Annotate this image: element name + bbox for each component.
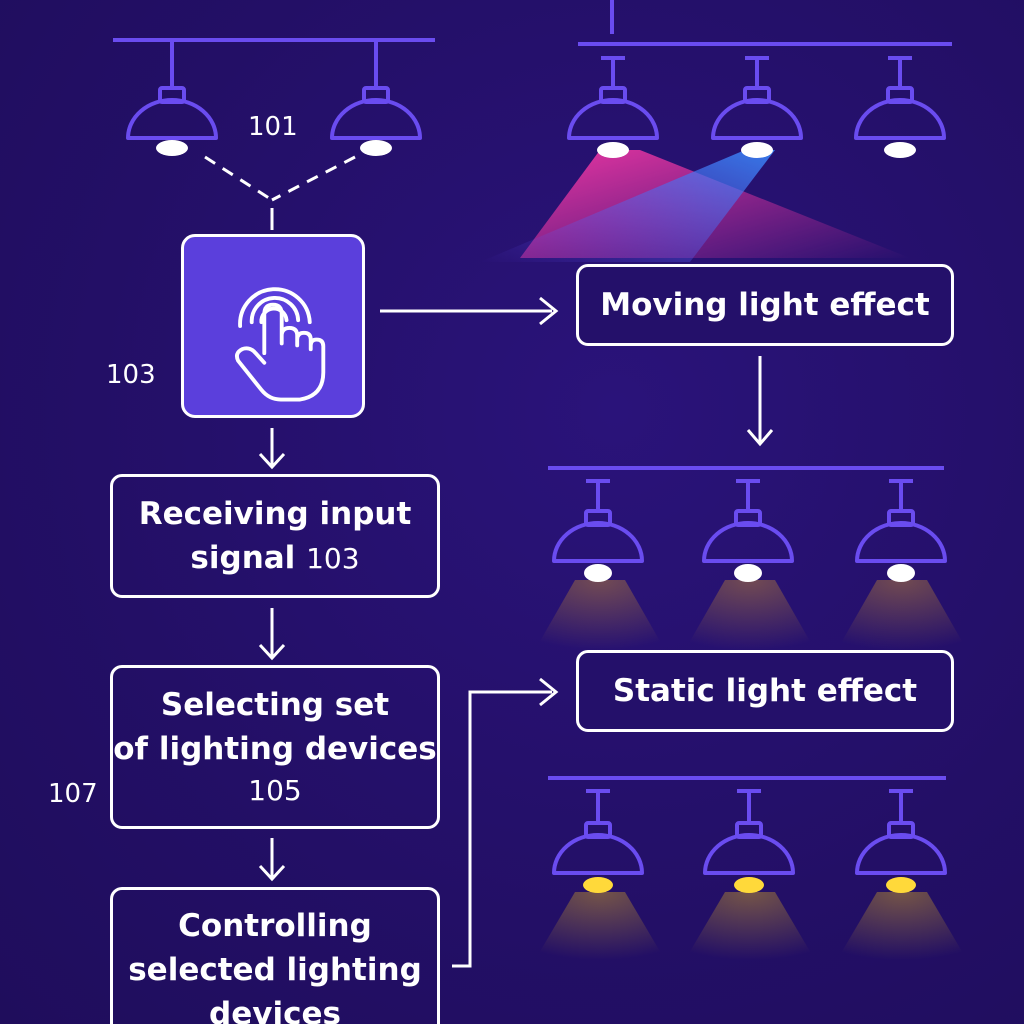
receiving-ref: 103 (306, 542, 360, 575)
receiving-line1: Receiving input (138, 495, 412, 532)
dashed-connector-right (271, 155, 356, 202)
lamp-bottom-3 (855, 789, 947, 893)
controlling-line1: Controlling (178, 908, 372, 944)
moving-light-effect-label: Moving light effect (600, 286, 930, 323)
lamp-middle-1 (552, 479, 644, 582)
static-light-effect-box: Static light effect (576, 650, 954, 732)
arrow-down-3 (258, 838, 286, 882)
arrow-down-1 (258, 428, 286, 470)
lamp-top-right-1 (567, 56, 659, 158)
controlling-line2: selected lighting (128, 952, 422, 989)
arrow-down-2 (258, 608, 286, 661)
warm-glows (535, 580, 967, 650)
beams (480, 150, 910, 262)
receiving-line2-row: signal 103 (139, 536, 412, 580)
receiving-input-box: Receiving input signal 103 (110, 474, 440, 598)
lamp-top-right-3 (854, 56, 946, 158)
static-light-effect-label: Static light effect (612, 672, 918, 709)
lamp-top-right-2 (711, 56, 803, 158)
ref-label-103: 103 (106, 360, 156, 390)
selecting-line2: of lighting devices (113, 731, 437, 768)
controlling-devices-box: Controlling selected lighting devices (110, 887, 440, 1024)
ref-label-101: 101 (248, 112, 298, 142)
selecting-set-box: Selecting set of lighting devices 105 (110, 665, 440, 829)
hand-tap-icon (234, 287, 326, 402)
lamp-middle-3 (855, 479, 947, 582)
arrow-to-static (452, 690, 552, 968)
lamp-middle-2 (702, 479, 794, 582)
receiving-line2: signal (190, 540, 296, 576)
touch-input-box (181, 234, 365, 418)
yellow-glows (535, 892, 967, 960)
selecting-line1: Selecting set (160, 687, 390, 724)
moving-light-effect-box: Moving light effect (576, 264, 954, 346)
lamp-bottom-2 (703, 789, 795, 893)
controlling-line3: devices (209, 996, 341, 1024)
dashed-connector-left (204, 155, 273, 202)
lamp-top-left-1 (126, 86, 218, 156)
lamp-bottom-1 (552, 789, 644, 893)
lamp-top-left-2 (330, 86, 422, 156)
ref-label-107: 107 (48, 779, 98, 809)
selecting-ref: 105 (248, 774, 302, 808)
